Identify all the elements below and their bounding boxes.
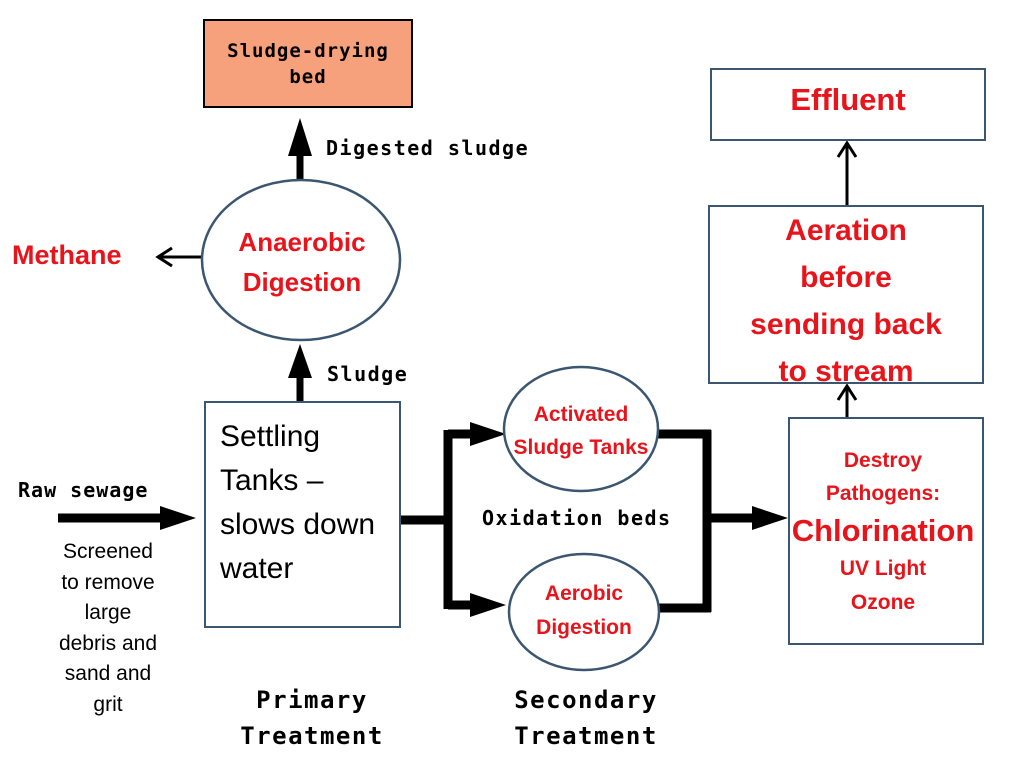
aeration-line-4: to stream [778, 355, 914, 388]
primary-treatment-line-2: Treatment [240, 722, 384, 750]
ozone-label: Ozone [850, 591, 916, 614]
to-activated-arrow-head [470, 422, 506, 446]
activated-sludge-line-2: Sludge Tanks [513, 436, 649, 459]
sludge-drying-bed-label: Sludge-drying bed [227, 39, 389, 88]
secondary-treatment-line-2: Treatment [514, 722, 658, 750]
to-aeration-arrow-head [836, 383, 858, 401]
settling-tanks-line-1: Settling [220, 420, 321, 453]
to-aerobic-arrow-head [470, 593, 506, 617]
sludge-label: Sludge [327, 362, 409, 386]
anaerobic-digestion-line-1: Anaerobic [238, 227, 366, 257]
destroy-pathogens-line-1: Destroy [843, 449, 923, 472]
activated-sludge-line-1: Activated [533, 403, 629, 426]
raw-sewage-arrow-head [160, 506, 196, 530]
anaerobic-digestion-ellipse [200, 178, 402, 342]
effluent-label: Effluent [790, 82, 906, 117]
to-effluent-arrow-head [836, 140, 858, 158]
digested-sludge-label: Digested sludge [326, 136, 530, 160]
aerobic-digestion-line-2: Digestion [536, 616, 632, 639]
aeration-line-2: before [800, 261, 892, 294]
screened-line-5: sand and [64, 662, 152, 686]
screened-line-1: Screened [63, 540, 153, 563]
aerobic-digestion-line-1: Aerobic [544, 582, 624, 605]
methane-arrow-head [155, 246, 173, 268]
destroy-pathogens-box [788, 417, 984, 645]
activated-sludge-text: Activated Sludge Tanks [498, 398, 664, 464]
aerobic-digestion-text: Aerobic Digestion [514, 577, 654, 645]
effluent-box: Effluent [710, 68, 986, 141]
digested-sludge-arrow-head [288, 118, 312, 156]
aeration-line-1: Aeration [785, 214, 907, 247]
activated-sludge-ellipse [502, 365, 660, 493]
to-pathogens-arrow-head [752, 506, 788, 530]
sludge-arrow-head [288, 344, 312, 378]
secondary-treatment-line-1: Secondary [514, 686, 658, 714]
sludge-drying-bed-box: Sludge-drying bed [203, 19, 413, 108]
destroy-pathogens-text: Destroy Pathogens: Chlorination UV Light… [774, 444, 992, 620]
screened-line-6: grit [93, 692, 123, 716]
screened-line-2: to remove [61, 570, 155, 594]
aeration-box: Aeration before sending back to stream [708, 205, 984, 388]
anaerobic-digestion-text: Anaerobic Digestion [212, 222, 392, 302]
raw-sewage-label: Raw sewage [18, 478, 149, 502]
uv-light-label: UV Light [839, 557, 927, 580]
screened-line-3: large [84, 601, 132, 625]
settling-tanks-line-4: water [220, 552, 294, 585]
screened-line-4: debris and [58, 631, 158, 655]
settling-tanks-line-2: Tanks – [220, 464, 324, 497]
primary-treatment-line-1: Primary [256, 686, 368, 714]
screened-note: Screened to remove large debris and sand… [46, 537, 170, 721]
settling-tanks-box: Settling Tanks – slows down water [204, 401, 401, 628]
settling-tanks-line-3: slows down [220, 508, 376, 541]
chlorination-label: Chlorination [791, 513, 975, 548]
oxidation-beds-label: Oxidation beds [482, 506, 672, 530]
destroy-pathogens-line-2: Pathogens: [825, 482, 941, 505]
primary-treatment-caption: Primary Treatment [212, 682, 412, 754]
aeration-line-3: sending back [750, 308, 942, 341]
aerobic-digestion-ellipse [507, 552, 661, 672]
secondary-treatment-caption: Secondary Treatment [486, 682, 686, 754]
methane-label: Methane [12, 240, 122, 270]
anaerobic-digestion-line-2: Digestion [242, 267, 362, 297]
